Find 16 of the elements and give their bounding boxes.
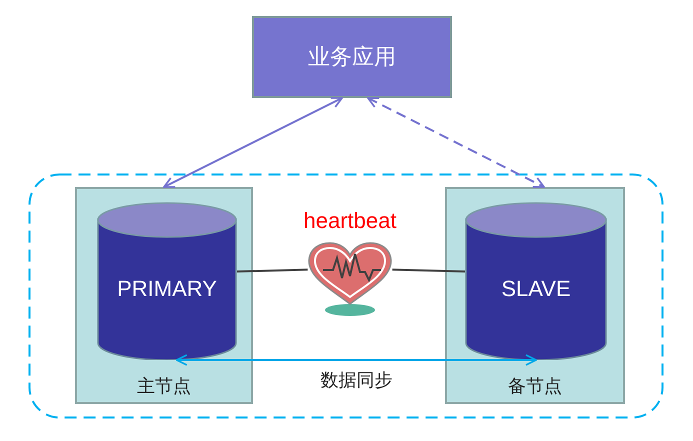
node-label: SLAVE bbox=[500, 276, 572, 302]
node-label: PRIMARY bbox=[116, 276, 218, 302]
picture bbox=[305, 240, 395, 318]
node-label: 备节点 bbox=[507, 375, 563, 398]
app-box: 业务应用 bbox=[252, 16, 452, 98]
edge-label: 数据同步 bbox=[319, 369, 394, 392]
node-panel bbox=[75, 187, 253, 404]
heartbeat-label: heartbeat bbox=[302, 208, 398, 234]
arrow bbox=[163, 97, 343, 188]
connector-line bbox=[236, 268, 308, 273]
node-panel bbox=[445, 187, 625, 404]
connector-line bbox=[392, 268, 466, 273]
dashed-group-frame bbox=[28, 173, 664, 419]
arrow bbox=[367, 97, 545, 188]
node-label: 主节点 bbox=[136, 375, 192, 398]
arrow bbox=[176, 354, 537, 366]
